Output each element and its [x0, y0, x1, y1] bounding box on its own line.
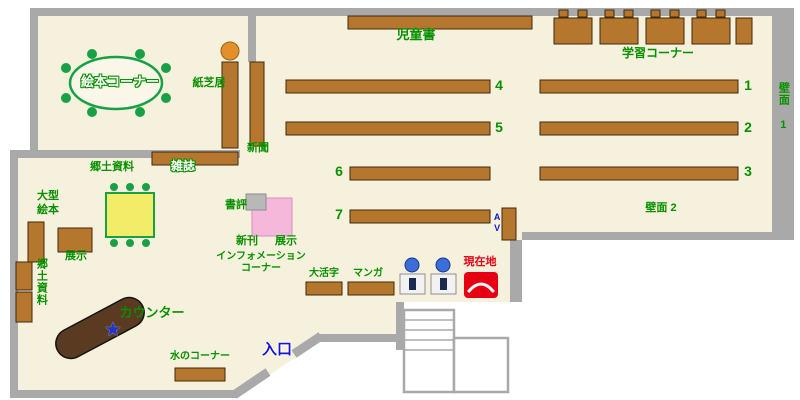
label-large-books-line1: 大型	[37, 190, 59, 202]
wall-entrance-diagonal-left	[231, 368, 271, 399]
bookshelf-1	[539, 79, 739, 94]
wall-left-upper	[30, 8, 38, 158]
bookshelf-5	[285, 121, 491, 136]
label-counter: カウンター	[119, 305, 185, 320]
book-review-stand	[245, 193, 267, 211]
study-desk	[599, 9, 639, 45]
label-children-books: 児童書	[396, 27, 436, 42]
water-corner-shelf	[174, 367, 226, 382]
label-local-materials: 郷土資料	[90, 161, 134, 173]
wall-entrance-diagonal-right	[291, 332, 324, 358]
wall-corridor-vertical	[396, 302, 404, 350]
label-water-corner: 水のコーナー	[170, 351, 230, 362]
label-large-books-line2: 絵本	[37, 204, 59, 216]
current-location-gate-icon	[467, 282, 495, 293]
chair-icon	[126, 239, 134, 247]
chair-icon	[61, 63, 71, 73]
chair-icon	[135, 107, 145, 117]
av-shelf	[501, 207, 517, 241]
bookshelf-7	[349, 209, 491, 224]
wall-bottom-left	[10, 390, 236, 398]
chair-icon	[61, 93, 71, 103]
shelf-number-3: 3	[744, 163, 752, 179]
label-local-materials-side: 郷土資料	[35, 258, 48, 306]
study-desk	[553, 9, 593, 45]
reading-table	[105, 192, 155, 238]
label-display-left: 展示	[65, 250, 87, 262]
wall-left	[10, 150, 18, 398]
bookshelf-4	[285, 79, 491, 94]
large-picture-book-shelf	[27, 221, 45, 263]
wall-gate-side	[510, 240, 522, 302]
chair-icon	[142, 239, 150, 247]
label-book-review: 書評	[225, 199, 247, 211]
newspaper-shelf	[249, 61, 265, 147]
wall-corridor-horizontal	[318, 334, 404, 342]
chair-icon	[126, 183, 134, 191]
wall-top	[30, 8, 794, 16]
shelf-number-6: 6	[335, 163, 343, 179]
wall-room-bottom	[38, 150, 240, 158]
label-picture-book-corner: 絵本コーナー	[80, 74, 160, 89]
label-manga: マンガ	[353, 268, 383, 279]
label-newspaper: 新聞	[247, 142, 269, 154]
shelf-number-4: 4	[495, 77, 503, 93]
wall-step	[10, 150, 38, 158]
opac-terminal	[430, 257, 457, 295]
kamishibai-shelf	[221, 61, 239, 149]
shelf-number-5: 5	[495, 119, 503, 135]
chair-icon	[142, 183, 150, 191]
children-books-shelf	[347, 15, 533, 30]
bookshelf-2	[539, 121, 739, 136]
local-materials-shelf-1	[15, 261, 33, 291]
display-shelf	[57, 227, 93, 253]
bookshelf-3	[539, 166, 739, 181]
large-print-shelf	[305, 281, 343, 296]
label-current-location: 現在地	[463, 256, 497, 268]
opac-terminal	[399, 257, 426, 295]
label-av: AV	[492, 212, 503, 234]
library-floor	[10, 8, 794, 398]
chair-icon	[87, 49, 97, 59]
chair-icon	[161, 63, 171, 73]
label-new-books: 新刊	[236, 235, 258, 247]
chair-icon	[110, 183, 118, 191]
wall-room-right	[248, 8, 256, 62]
shelf-number-1: 1	[744, 77, 752, 93]
star-icon: ★	[104, 319, 122, 341]
bookshelf-6	[349, 166, 491, 181]
label-display-center: 展示	[275, 235, 297, 247]
label-large-print: 大活字	[309, 268, 339, 279]
manga-shelf	[347, 281, 395, 296]
label-information-line2: コーナー	[241, 263, 281, 274]
label-kamishibai: 紙芝居	[192, 77, 226, 89]
label-wall-face-1: 壁面 1	[777, 82, 790, 132]
stairwell-block	[402, 308, 456, 394]
chair-icon	[135, 49, 145, 59]
label-entrance: 入口	[261, 341, 293, 358]
label-study-corner: 学習コーナー	[621, 46, 695, 60]
magazine-shelf	[151, 151, 239, 166]
label-magazines: 雑誌	[170, 159, 196, 173]
label-information-line1: インフォメーション	[216, 251, 306, 262]
chair-icon	[110, 239, 118, 247]
picture-book-table	[68, 55, 164, 111]
entry-vestibule-block	[452, 336, 510, 394]
counter-desk	[55, 296, 145, 360]
study-desk	[691, 9, 731, 45]
study-desk	[645, 9, 685, 45]
study-desk-end	[735, 17, 753, 45]
chair-icon	[87, 107, 97, 117]
shelf-number-2: 2	[744, 119, 752, 135]
chair-icon	[161, 93, 171, 103]
label-wall-face-2: 壁面 2	[645, 202, 677, 214]
wall-bottom-right	[522, 232, 794, 240]
wall-right	[772, 8, 794, 240]
shelf-number-7: 7	[335, 206, 343, 222]
kamishibai-stool	[220, 41, 240, 61]
local-materials-shelf-2	[15, 291, 33, 323]
